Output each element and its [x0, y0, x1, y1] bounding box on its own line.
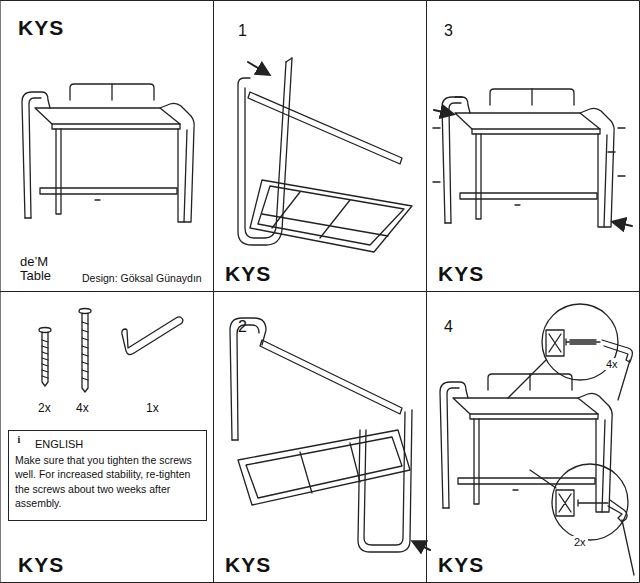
step-number: 4	[444, 318, 453, 336]
product-name: de’M Table	[20, 255, 60, 282]
info-icon: i	[18, 434, 21, 445]
brand-logo: KYS	[225, 262, 271, 285]
step-number: 1	[238, 22, 247, 40]
brand-logo: KYS	[18, 16, 64, 39]
note-body: Make sure that you tighten the screws we…	[15, 453, 200, 510]
brand-logo: KYS	[225, 553, 271, 576]
brand-logo: KYS	[438, 553, 484, 576]
brand-logo: KYS	[18, 553, 64, 576]
caption-text: 1x	[146, 402, 159, 415]
brand-logo: KYS	[438, 262, 484, 285]
quantity-label: 4x	[604, 358, 620, 370]
caption-text: 4x	[76, 402, 89, 415]
note-heading: ENGLISH	[15, 437, 200, 451]
info-box: ENGLISH Make sure that you tighten the sc…	[8, 430, 207, 521]
quantity-label: 2x	[572, 536, 588, 548]
caption-text: Design: Göksal Günaydın	[82, 273, 202, 285]
step-number: 3	[444, 22, 453, 40]
step-number: 2	[238, 318, 247, 336]
caption-text: 2x	[38, 402, 51, 415]
